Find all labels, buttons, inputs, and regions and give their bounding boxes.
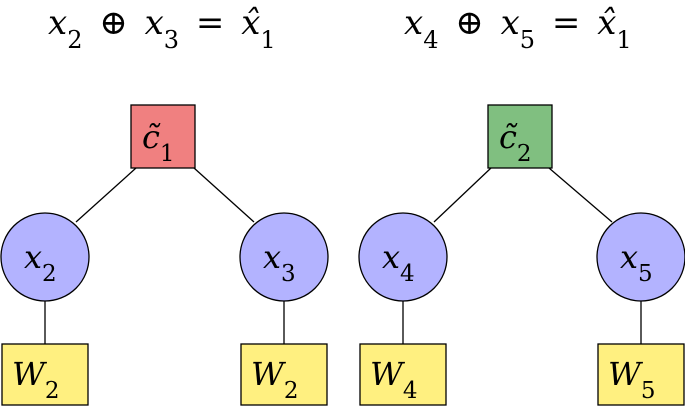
edge-c1-x2	[75, 167, 137, 223]
variable-node-x5-label: x5	[620, 238, 653, 287]
check-node-c2: c̃2	[487, 104, 553, 169]
variable-node-x3-circle	[239, 212, 329, 302]
check-node-c2-box	[487, 104, 553, 169]
variable-node-x5-circle	[596, 212, 685, 302]
channel-node-w-right-2-label: W5	[608, 355, 656, 404]
check-node-c2-label: c̃2	[499, 118, 532, 167]
check-node-c1-label: c̃1	[142, 118, 175, 167]
variable-node-x2-circle	[0, 212, 90, 302]
check-node-c1-box	[130, 104, 196, 169]
variable-node-x5: x5	[596, 212, 685, 302]
channel-node-w-left-1-label: W2	[12, 355, 60, 404]
variable-node-x2: x2	[0, 212, 90, 302]
channel-node-w-right-2: W5	[597, 343, 685, 406]
variable-node-x4: x4	[358, 212, 448, 302]
channel-node-w-right-2-box	[597, 343, 685, 406]
variable-node-x3: x3	[239, 212, 329, 302]
variable-node-x4-circle	[358, 212, 448, 302]
check-node-c1: c̃1	[130, 104, 196, 169]
variable-node-x2-label: x2	[24, 238, 57, 287]
equation-left: x2 ⊕ x3 = x̂1	[48, 3, 276, 54]
channel-node-w-right-1: W4	[359, 343, 447, 406]
channel-node-w-left-2-box	[240, 343, 328, 406]
channel-node-w-left-2-label: W2	[251, 355, 299, 404]
channel-node-w-left-1-box	[1, 343, 89, 406]
variable-node-x4-label: x4	[382, 238, 415, 287]
edge-c2-x5	[548, 167, 613, 223]
edge-c2-x4	[433, 167, 492, 223]
equation-right: x4 ⊕ x5 = x̂1	[404, 3, 632, 54]
variable-node-x3-label: x3	[263, 238, 296, 287]
channel-node-w-left-2: W2	[240, 343, 328, 406]
edge-c1-x3	[193, 167, 255, 223]
channel-node-w-left-1: W2	[1, 343, 89, 406]
channel-node-w-right-1-box	[359, 343, 447, 406]
channel-node-w-right-1-label: W4	[370, 355, 418, 404]
